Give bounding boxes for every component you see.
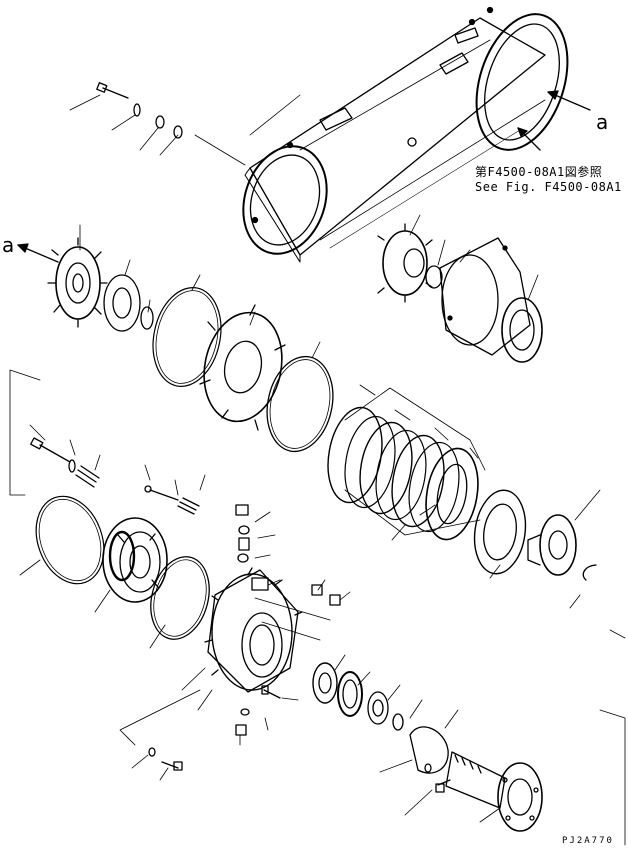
brake-piston: [103, 518, 167, 602]
final-drive-case: [230, 2, 584, 264]
small-o-ring: [393, 714, 403, 730]
spring-pin-set: [145, 486, 199, 514]
drain-plug: [312, 585, 340, 605]
hub-cage-assembly: [440, 238, 542, 362]
bolt-washer-bottom-right: [425, 764, 450, 792]
brake-housing: [205, 568, 302, 692]
piston-bolt-spring-set: [31, 438, 99, 487]
breather-fitting: [236, 505, 249, 562]
thrust-washer: [368, 692, 388, 724]
snap-ring: [141, 307, 153, 329]
view-a-arrow-right: [548, 91, 590, 110]
drawing-code: PJ2A770: [562, 836, 614, 846]
case-mounting-bolt: [97, 83, 182, 138]
o-ring-lower: [25, 487, 116, 593]
retaining-clip: [583, 565, 596, 580]
drive-sprocket: [48, 238, 107, 327]
bolt-washer-bottom-left: [149, 748, 182, 770]
reference-arrow: [518, 128, 540, 150]
view-a-label-left: a: [2, 233, 15, 257]
o-ring-lower-2: [142, 550, 218, 646]
view-a-label-right: a: [596, 110, 609, 134]
pinion-sprocket: [378, 224, 432, 302]
friction-disc-pack: [321, 388, 485, 544]
planetary-carrier: [528, 515, 576, 575]
o-ring-large: [144, 281, 229, 393]
brake-carrier-plate: [194, 305, 291, 430]
view-a-arrow-left: [18, 244, 58, 262]
reference-note-english: See Fig. F4500-08A1: [475, 180, 622, 194]
o-ring-large-2: [259, 350, 342, 457]
output-shaft: [446, 752, 542, 831]
lock-plate: [410, 727, 448, 773]
bearing-ring: [426, 266, 442, 288]
reference-note-japanese: 第F4500-08A1図参照: [475, 165, 603, 179]
sprocket-hub: [104, 275, 140, 331]
housing-bolt: [236, 686, 280, 735]
bearing: [313, 663, 337, 703]
oil-seal: [338, 672, 362, 716]
leader-lines: [10, 95, 625, 845]
pressure-plate: [469, 487, 530, 577]
